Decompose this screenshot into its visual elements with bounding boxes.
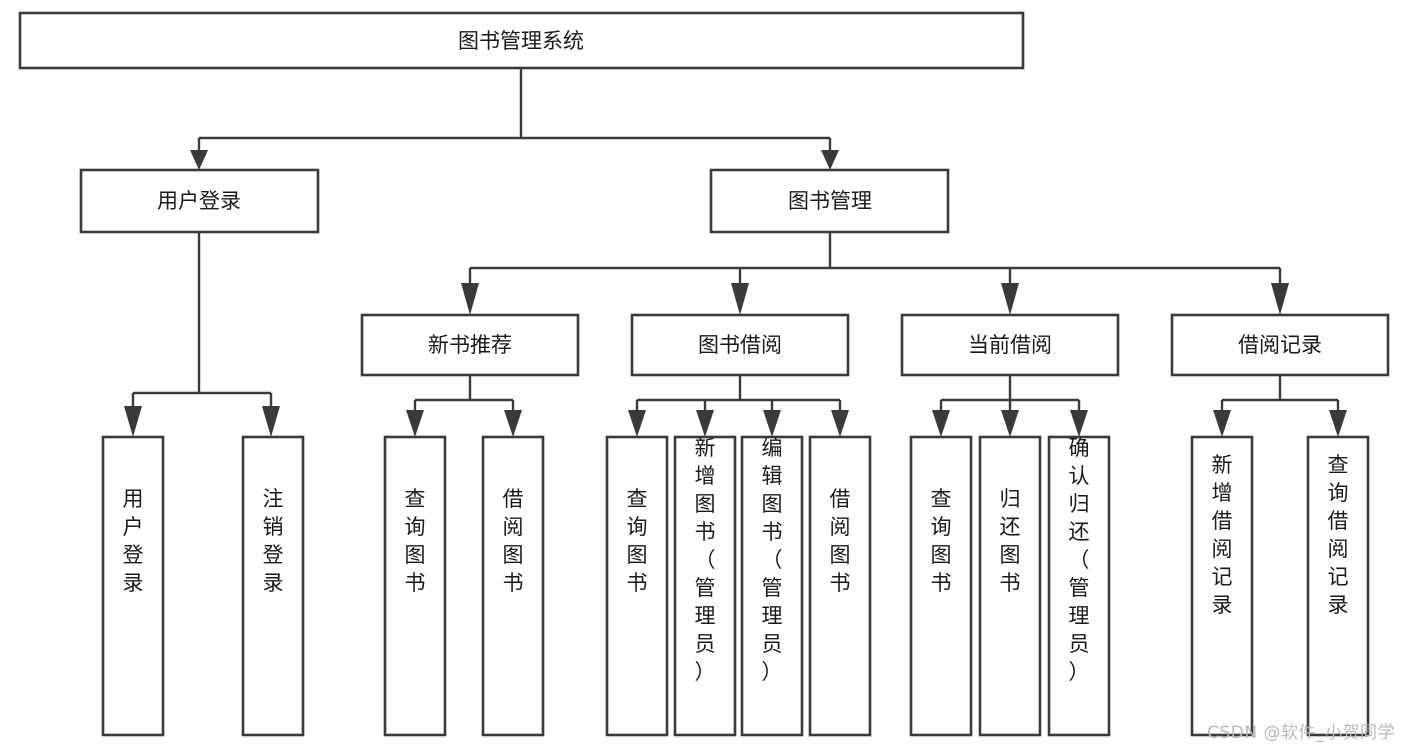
node-leaf-add-record[interactable]: 新增借阅记录: [1190, 435, 1254, 737]
node-leaf-borrow-book-1[interactable]: 借阅图书: [481, 435, 545, 737]
node-leaf-logout-login-label: 注销登录: [263, 487, 284, 595]
node-leaf-add-book[interactable]: 新增图书（管理员）: [673, 435, 737, 737]
arrowhead-leaf-user-login: [124, 406, 142, 437]
node-leaf-borrow-book-1-box[interactable]: [481, 435, 545, 737]
node-leaf-add-record-label: 新增借阅记录: [1212, 453, 1233, 617]
arrowhead-new-book-recommend: [461, 283, 479, 315]
connector-group-root: [190, 68, 839, 170]
node-borrow-record-label: 借阅记录: [1238, 333, 1322, 357]
connector-group-borrow-record-leaves: [1213, 375, 1347, 437]
arrowhead-leaf-return-book: [1001, 410, 1019, 437]
node-leaf-query-book-3[interactable]: 查询图书: [909, 435, 973, 737]
connector-group-current-borrow-leaves: [932, 375, 1088, 437]
node-leaf-add-book-box[interactable]: [673, 435, 737, 737]
node-user-login-label: 用户登录: [157, 189, 241, 213]
node-new-book-recommend[interactable]: 新书推荐: [360, 313, 580, 377]
node-current-borrow[interactable]: 当前借阅: [900, 313, 1120, 377]
connector-group-book-borrow-leaves: [628, 375, 849, 437]
arrowhead-leaf-query-record: [1329, 410, 1347, 437]
node-leaf-borrow-book-2-label: 借阅图书: [830, 487, 851, 595]
node-leaf-add-record-box[interactable]: [1190, 435, 1254, 737]
node-borrow-record-box[interactable]: [1170, 313, 1390, 377]
connector-group-new-book-leaves: [406, 375, 522, 437]
node-current-borrow-box[interactable]: [900, 313, 1120, 377]
arrowhead-current-borrow: [1001, 283, 1019, 315]
arrowhead-leaf-query-book-2: [628, 410, 646, 437]
node-leaf-return-book-box[interactable]: [978, 435, 1042, 737]
node-leaf-query-book-3-box[interactable]: [909, 435, 973, 737]
node-root-label: 图书管理系统: [458, 29, 584, 53]
arrowhead-leaf-query-book-1: [406, 410, 424, 437]
connector-group-book-management: [461, 232, 1289, 315]
arrowhead-leaf-query-book-3: [932, 410, 950, 437]
arrowhead-borrow-record: [1271, 283, 1289, 315]
node-leaf-logout-login[interactable]: 注销登录: [241, 435, 305, 737]
node-leaf-return-book[interactable]: 归还图书: [978, 435, 1042, 737]
node-leaf-edit-book-label: 编辑图书（管理员）: [762, 436, 783, 684]
node-leaf-confirm-return-box[interactable]: [1047, 435, 1111, 737]
node-leaf-edit-book[interactable]: 编辑图书（管理员）: [740, 435, 804, 737]
connector-group-user-login-leaves: [124, 232, 280, 437]
node-leaf-query-book-2-label: 查询图书: [627, 487, 648, 595]
node-leaf-logout-login-box[interactable]: [241, 435, 305, 737]
node-leaf-query-record-box[interactable]: [1306, 435, 1370, 737]
node-leaf-return-book-label: 归还图书: [1000, 487, 1021, 595]
node-leaf-user-login[interactable]: 用户登录: [101, 435, 165, 737]
node-new-book-recommend-box[interactable]: [360, 313, 580, 377]
node-root[interactable]: 图书管理系统: [18, 11, 1025, 70]
node-book-borrow[interactable]: 图书借阅: [630, 313, 850, 377]
node-leaf-confirm-return-label: 确认归还（管理员）: [1069, 436, 1090, 684]
node-leaf-borrow-book-1-label: 借阅图书: [503, 487, 524, 595]
node-root-box[interactable]: [18, 11, 1025, 70]
arrowhead-leaf-borrow-book-2: [831, 410, 849, 437]
node-user-login[interactable]: 用户登录: [79, 168, 320, 234]
arrowhead-leaf-confirm-return: [1070, 410, 1088, 437]
node-leaf-borrow-book-2-box[interactable]: [808, 435, 872, 737]
node-leaf-user-login-box[interactable]: [101, 435, 165, 737]
arrowhead-leaf-add-record: [1213, 410, 1231, 437]
node-book-management-box[interactable]: [709, 168, 950, 234]
node-leaf-query-book-2-box[interactable]: [605, 435, 669, 737]
node-leaf-query-book-1[interactable]: 查询图书: [383, 435, 447, 737]
node-current-borrow-label: 当前借阅: [968, 333, 1052, 357]
node-user-login-box[interactable]: [79, 168, 320, 234]
node-new-book-recommend-label: 新书推荐: [428, 333, 512, 357]
node-leaf-query-record-label: 查询借阅记录: [1328, 453, 1349, 617]
node-book-borrow-label: 图书借阅: [698, 333, 782, 357]
node-book-borrow-box[interactable]: [630, 313, 850, 377]
arrowhead-book-borrow: [731, 283, 749, 315]
node-leaf-borrow-book-2[interactable]: 借阅图书: [808, 435, 872, 737]
arrowhead-user-login: [190, 150, 208, 170]
node-leaf-query-book-3-label: 查询图书: [931, 487, 952, 595]
node-book-management-label: 图书管理: [788, 189, 872, 213]
node-leaf-confirm-return[interactable]: 确认归还（管理员）: [1047, 435, 1111, 737]
node-leaf-user-login-label: 用户登录: [123, 487, 144, 595]
node-borrow-record[interactable]: 借阅记录: [1170, 313, 1390, 377]
node-leaf-query-book-1-label: 查询图书: [405, 487, 426, 595]
arrowhead-leaf-borrow-book-1: [504, 410, 522, 437]
node-leaf-edit-book-box[interactable]: [740, 435, 804, 737]
node-leaf-add-book-label: 新增图书（管理员）: [695, 436, 716, 684]
arrowhead-leaf-add-book: [696, 410, 714, 437]
arrowhead-book-management: [821, 150, 839, 170]
arrowhead-leaf-logout-login: [262, 406, 280, 437]
node-leaf-query-book-1-box[interactable]: [383, 435, 447, 737]
node-leaf-query-record[interactable]: 查询借阅记录: [1306, 435, 1370, 737]
arrowhead-leaf-edit-book: [763, 410, 781, 437]
node-leaf-query-book-2[interactable]: 查询图书: [605, 435, 669, 737]
node-book-management[interactable]: 图书管理: [709, 168, 950, 234]
